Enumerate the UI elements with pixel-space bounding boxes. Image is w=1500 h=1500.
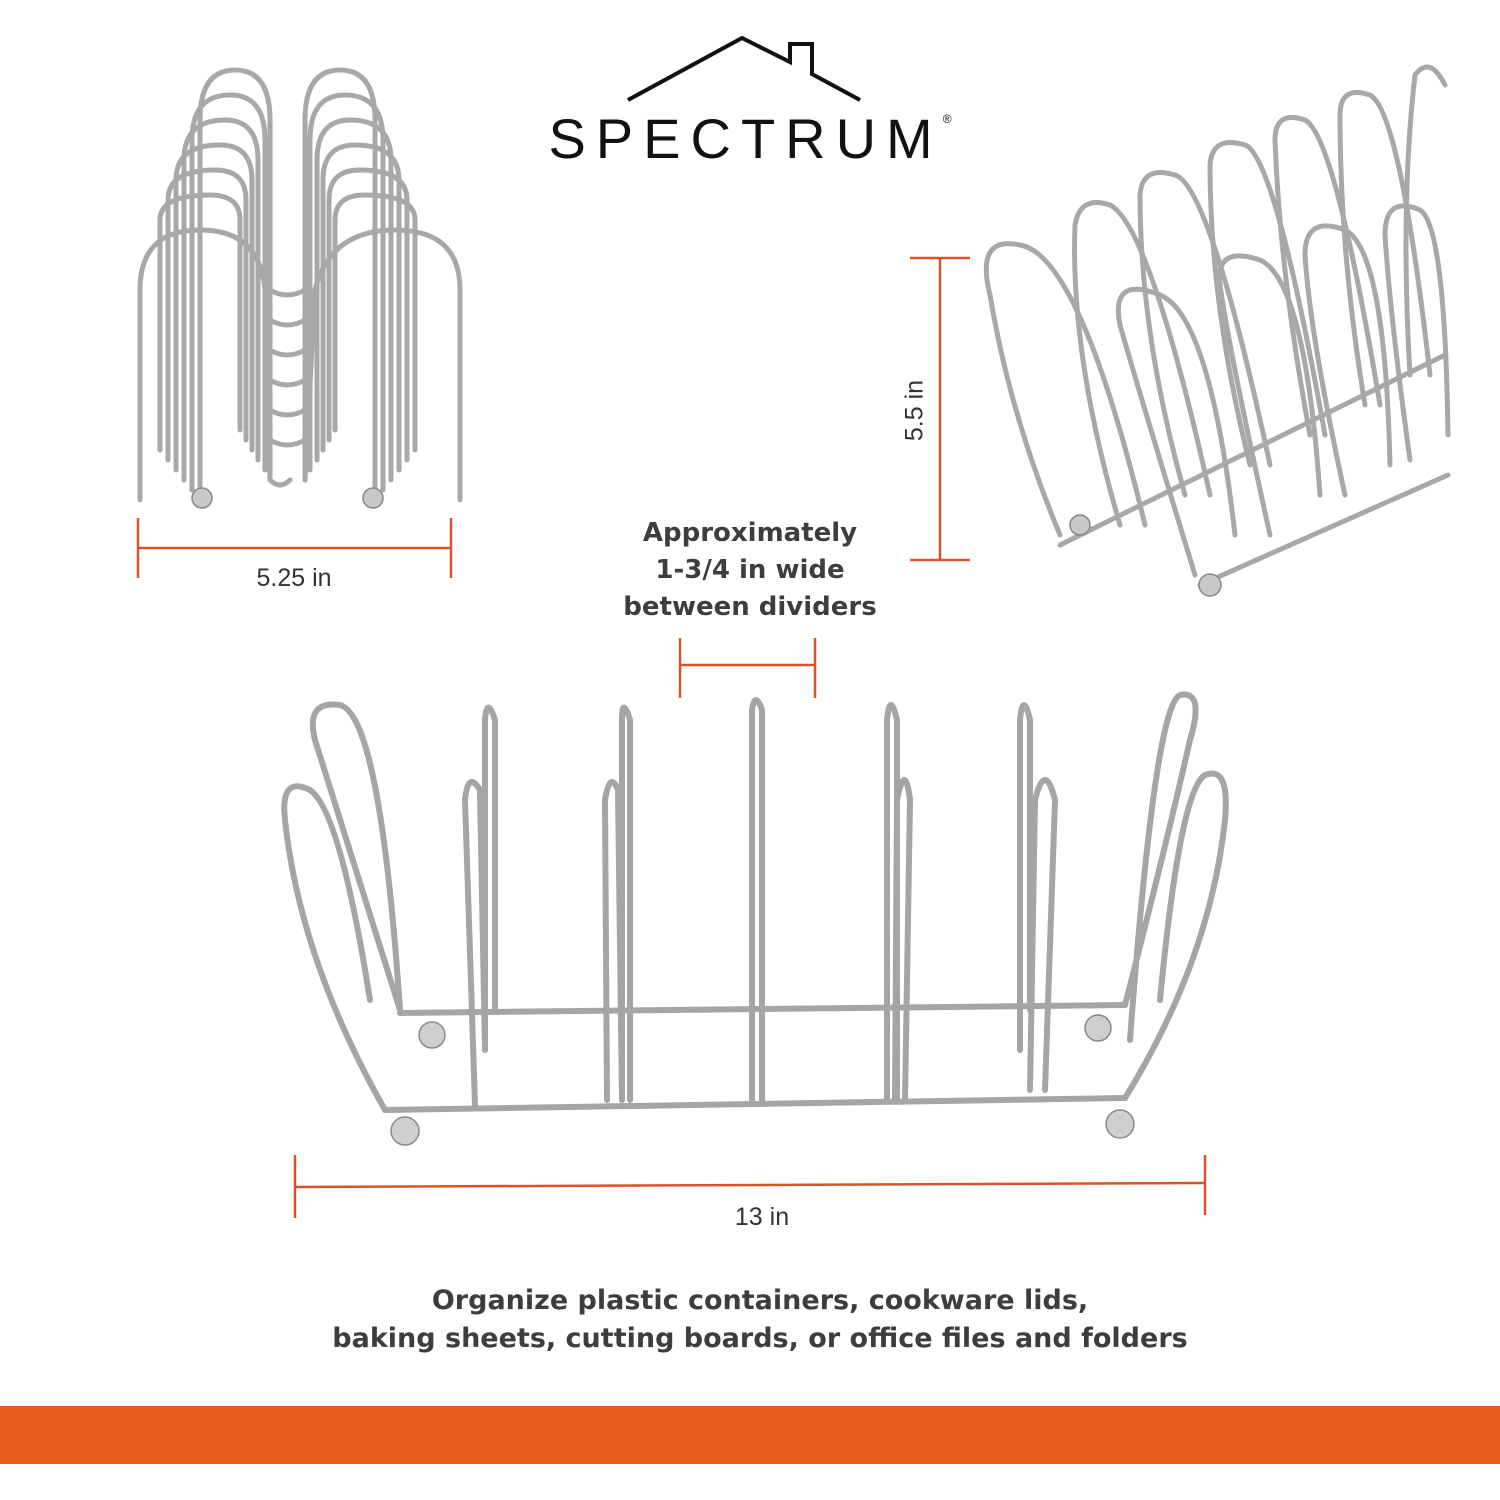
brand-name: SPECTRUM	[548, 107, 943, 170]
side-width-label: 5.25 in	[256, 564, 332, 592]
house-roof-logo-icon	[627, 35, 861, 102]
accent-bar	[0, 1406, 1500, 1464]
brand-logo: SPECTRUM®	[0, 106, 1500, 171]
divider-spacing-callout: Approximately 1-3/4 in wide between divi…	[560, 515, 940, 626]
usage-caption: Organize plastic containers, cookware li…	[150, 1282, 1370, 1358]
callout-line-2: 1-3/4 in wide	[655, 555, 845, 585]
callout-line-1: Approximately	[642, 518, 858, 548]
caption-line-1: Organize plastic containers, cookware li…	[431, 1285, 1089, 1316]
caption-line-2: baking sheets, cutting boards, or office…	[332, 1323, 1188, 1354]
length-label: 13 in	[734, 1203, 790, 1231]
rack-angled-view-image	[983, 64, 1451, 597]
registered-mark: ®	[942, 112, 952, 126]
rack-end-view-image	[137, 67, 463, 509]
callout-line-3: between dividers	[623, 592, 877, 622]
